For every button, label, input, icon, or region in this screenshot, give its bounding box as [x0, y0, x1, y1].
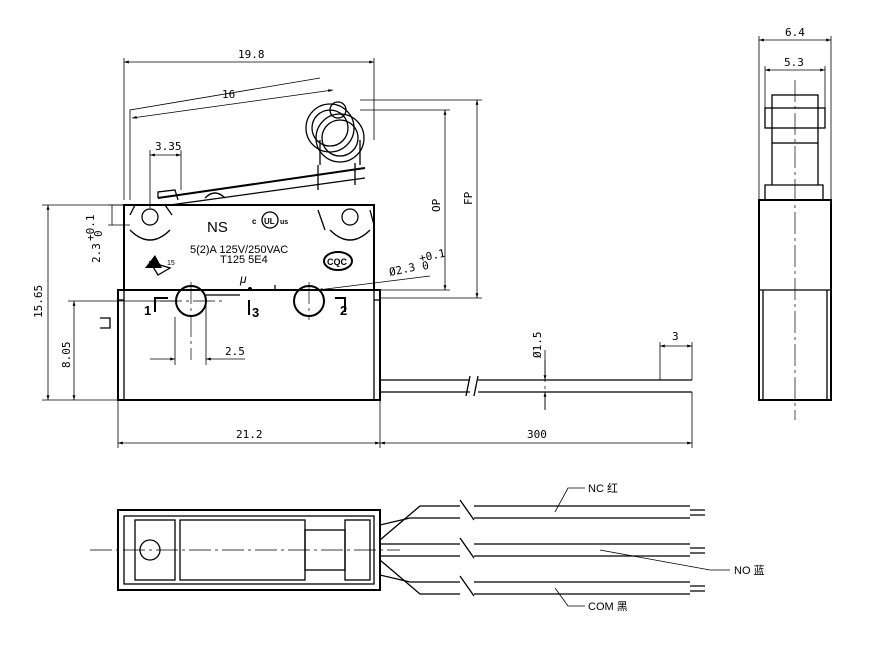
dim-5-3: 5.3	[764, 56, 826, 110]
dim-21-2: 21.2	[117, 400, 381, 448]
dim-2-5-text: 2.5	[225, 345, 245, 358]
dim-2-3-text: 2.3	[90, 243, 103, 263]
pivot-right	[317, 208, 375, 241]
dim-fp-text: FP	[462, 191, 475, 205]
dim-8-05-text: 8.05	[60, 342, 73, 369]
dim-16-text: 16	[222, 88, 235, 101]
dim-strip-3: 3	[659, 330, 693, 380]
wire-nc-callout: NC 红	[554, 482, 618, 513]
ul-mark: UL c us	[252, 211, 288, 229]
dim-op-text: OP	[430, 198, 443, 212]
dim-15-65-text: 15.65	[32, 285, 45, 318]
dim-19-8-text: 19.8	[238, 48, 265, 61]
dim-300: 300	[380, 392, 693, 448]
us-mark-text: us	[280, 219, 288, 226]
rating-line-2: T125 5E4	[220, 254, 268, 266]
roller	[305, 101, 365, 165]
dim-5-3-text: 5.3	[784, 56, 804, 69]
wire-nc	[379, 505, 690, 541]
dim-op: OP	[360, 109, 450, 291]
dim-6-4-text: 6.4	[785, 26, 805, 39]
wire-com-callout: COM 黑	[554, 587, 628, 613]
c-mark-text: c	[252, 217, 257, 226]
pivot-left	[129, 204, 173, 241]
wire-no-callout: NO 蓝	[599, 549, 765, 577]
dim-3-35: 3.35	[149, 140, 182, 208]
dim-19-8: 19.8	[123, 48, 375, 200]
cert-number: 15	[167, 260, 175, 267]
wire-no	[380, 543, 690, 557]
dim-6-4: 6.4	[758, 26, 832, 200]
terminal-2: 2	[335, 297, 347, 318]
dim-strip-3-text: 3	[672, 330, 679, 343]
rating-line-1: 5(2)A 125V/250VAC	[190, 244, 288, 256]
dim-21-2-text: 21.2	[236, 428, 263, 441]
dim-15-65: 15.65	[32, 204, 124, 401]
cqc-mark-text: CQC	[327, 257, 348, 267]
dim-8-05: 8.05	[60, 300, 175, 400]
dim-300-text: 300	[527, 428, 547, 441]
dim-2-3: 2.3 +0.1 0	[84, 204, 130, 263]
side-view: 6.4 5.3	[758, 26, 832, 420]
dim-wire-dia-text: Ø1.5	[531, 332, 544, 359]
dim-hole-dia: Ø2.3 +0.1 0	[317, 247, 447, 291]
actuator-lever	[157, 163, 366, 206]
mounting-hole-right	[293, 282, 325, 320]
wire-nc-label: NC 红	[588, 482, 618, 495]
certification-mark-15: 15	[145, 255, 175, 276]
dim-3-35-text: 3.35	[155, 140, 182, 153]
dim-hole-dia-upper: +0.1	[418, 247, 447, 265]
wire-front	[380, 360, 692, 410]
front-view: NS UL c us 5(2)A 125V/250VAC T125 5E4 CQ…	[32, 48, 693, 448]
lever-swing-line	[129, 77, 321, 200]
terminal-2-label: 2	[340, 303, 347, 318]
bottom-view: NC 红 NO 蓝 COM 黑	[90, 482, 765, 613]
mounting-hole-left	[160, 282, 225, 360]
terminal-1: 1	[144, 297, 168, 318]
wire-no-label: NO 蓝	[734, 564, 765, 577]
dim-2-3-lower: 0	[92, 230, 105, 237]
dim-fp: FP	[360, 99, 482, 299]
dim-hole-dia-lower: 0	[421, 259, 430, 273]
terminal-3: 3	[248, 300, 259, 320]
dim-16: 16	[131, 88, 334, 119]
dim-hole-dia-text: Ø2.3	[388, 261, 417, 279]
internal-contact: μ	[206, 272, 276, 296]
wire-com-label: COM 黑	[588, 600, 628, 613]
wire-com	[379, 559, 690, 595]
dim-wire-dia: Ø1.5	[531, 332, 547, 410]
cqc-mark: CQC	[323, 251, 353, 271]
dim-2-5: 2.5	[150, 301, 245, 365]
mu-symbol: μ	[239, 272, 247, 286]
terminal-3-label: 3	[252, 305, 259, 320]
dim-2-3-upper: +0.1	[84, 215, 97, 242]
brand-ns: NS	[207, 219, 228, 236]
mounting-tab	[100, 317, 111, 329]
ul-mark-text: UL	[264, 217, 275, 226]
terminal-1-label: 1	[144, 303, 151, 318]
